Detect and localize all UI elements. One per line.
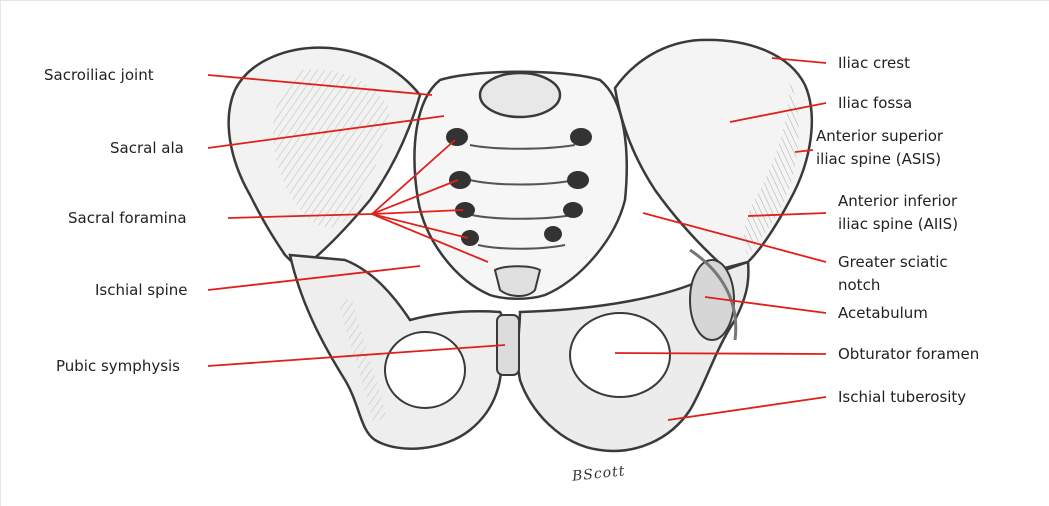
label-asis-line1: Anterior superior <box>816 127 943 146</box>
sacral-foramen <box>567 171 589 189</box>
label-greater-sciatic-notch-line1: Greater sciatic <box>838 253 948 272</box>
label-ischial-tuberosity: Ischial tuberosity <box>838 388 966 407</box>
label-pubic-symphysis: Pubic symphysis <box>56 357 180 376</box>
label-iliac-crest: Iliac crest <box>838 54 910 73</box>
label-sacral-ala: Sacral ala <box>110 139 184 158</box>
label-acetabulum: Acetabulum <box>838 304 928 323</box>
label-sacral-foramina: Sacral foramina <box>68 209 187 228</box>
right-obturator-foramen <box>570 313 670 397</box>
sacral-foramen <box>544 226 562 242</box>
label-asis-line2: iliac spine (ASIS) <box>816 150 941 169</box>
sacral-foramen <box>570 128 592 146</box>
sacral-foramen <box>563 202 583 218</box>
label-greater-sciatic-notch-line2: notch <box>838 276 880 295</box>
leader-obturator-foramen <box>615 353 826 354</box>
coccyx <box>495 266 540 296</box>
label-ischial-spine: Ischial spine <box>95 281 188 300</box>
label-iliac-fossa: Iliac fossa <box>838 94 912 113</box>
sacral-promontory <box>480 73 560 117</box>
label-sacroiliac-joint: Sacroiliac joint <box>44 66 154 85</box>
sacral-foramen <box>446 128 468 146</box>
label-obturator-foramen: Obturator foramen <box>838 345 979 364</box>
label-aiis-line2: iliac spine (AIIS) <box>838 215 958 234</box>
sacral-foramen <box>449 171 471 189</box>
label-aiis-line1: Anterior inferior <box>838 192 957 211</box>
left-obturator-foramen <box>385 332 465 408</box>
sacral-foramen <box>461 230 479 246</box>
